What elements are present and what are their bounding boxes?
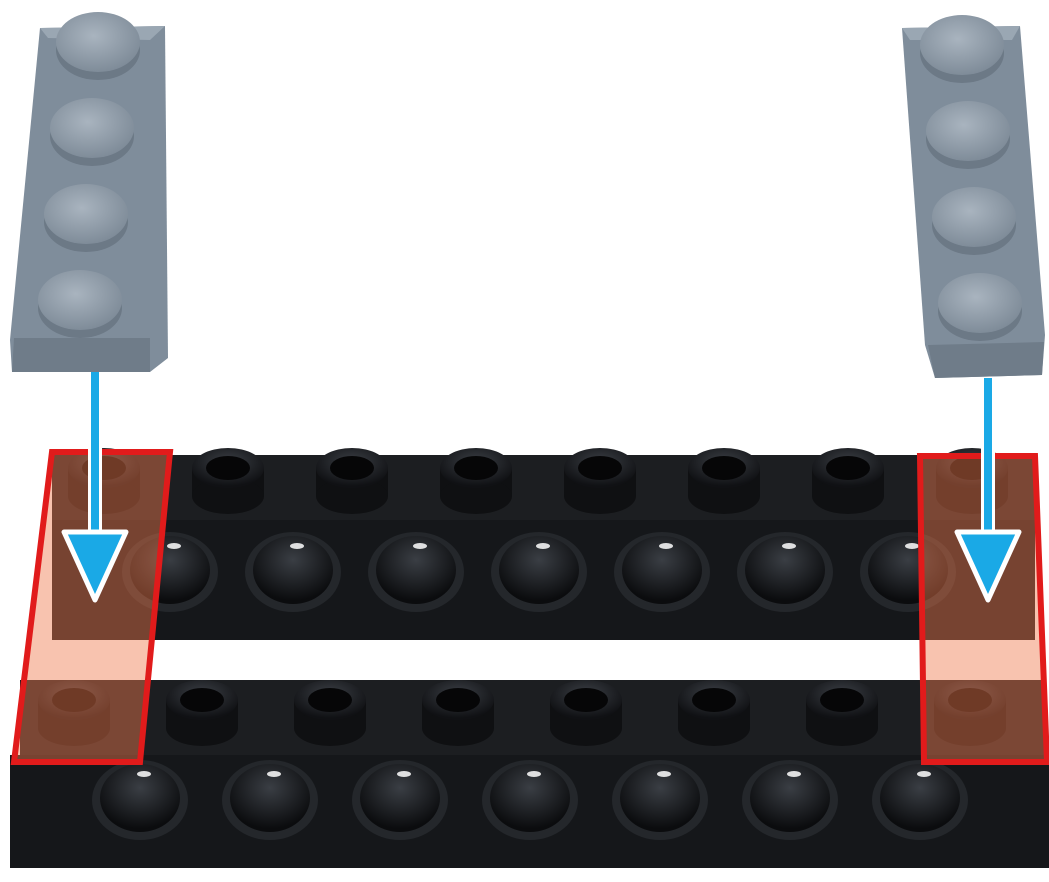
beam-hole	[92, 760, 188, 840]
plate-stud	[920, 15, 1004, 83]
beam-hole	[352, 760, 448, 840]
plate-stud	[938, 273, 1022, 341]
beam-stud	[294, 680, 366, 746]
beam-stud	[550, 680, 622, 746]
plate-stud	[932, 187, 1016, 255]
beam-stud	[812, 448, 884, 514]
beam-stud	[564, 448, 636, 514]
beam-stud	[316, 448, 388, 514]
beam-stud	[440, 448, 512, 514]
beam-hole	[245, 532, 341, 612]
beam-hole	[612, 760, 708, 840]
plate-stud	[38, 270, 122, 338]
beam-stud	[166, 680, 238, 746]
beam-hole	[742, 760, 838, 840]
beam-stud	[688, 448, 760, 514]
beam-hole	[222, 760, 318, 840]
plate-stud	[44, 184, 128, 252]
beam-hole	[737, 532, 833, 612]
plate-left	[10, 12, 168, 372]
beam-stud	[806, 680, 878, 746]
beam-stud	[422, 680, 494, 746]
beam-hole	[368, 532, 464, 612]
beam-back	[52, 448, 1035, 640]
beam-stud	[678, 680, 750, 746]
beam-hole	[614, 532, 710, 612]
beam-stud	[192, 448, 264, 514]
beam-hole	[872, 760, 968, 840]
plate-stud	[926, 101, 1010, 169]
plate-stud	[50, 98, 134, 166]
plate-right	[902, 15, 1045, 378]
beam-front	[10, 680, 1049, 868]
beam-hole	[482, 760, 578, 840]
plate-stud	[56, 12, 140, 80]
beam-hole	[491, 532, 587, 612]
